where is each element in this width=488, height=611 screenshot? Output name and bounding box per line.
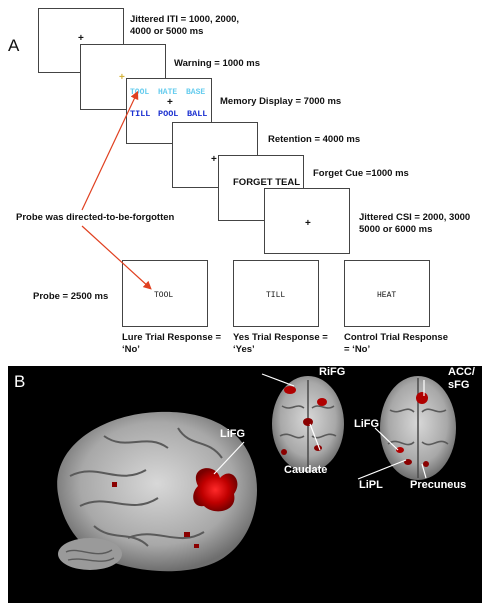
panel-a-task-diagram: A + Jittered ITI = 1000, 2000, 4000 or 5…	[8, 8, 471, 355]
csi-fixation-cross: +	[305, 218, 311, 229]
region-label-precuneus: Precuneus	[410, 479, 467, 491]
forget-cue-text: FORGET TEAL	[233, 177, 301, 188]
retention-fixation-cross: +	[211, 154, 217, 165]
region-label-rifg: RiFG	[319, 366, 346, 378]
panel-b-brain-activation: B LiFG RiFG Caudate LiFG LiPL ACC/ sFG P…	[8, 366, 482, 603]
axial-brain-2	[380, 376, 456, 480]
axial-brain-1	[272, 376, 344, 472]
memory-fixation-cross: +	[167, 97, 173, 108]
arrow-to-memory-word	[81, 90, 139, 211]
probe-word-control: HEAT	[377, 291, 397, 300]
probe-word-yes: TILL	[266, 291, 286, 300]
memory-word-top-3: BASE	[186, 88, 206, 97]
probe-caption-control: Control Trial Response = ‘No’	[344, 332, 448, 355]
region-label-lifg-sagittal: LiFG	[220, 428, 246, 440]
forgotten-probe-annotation: Probe was directed-to-be-forgotten	[16, 212, 175, 223]
csi-screen: +	[264, 188, 350, 254]
region-label-lipl: LiPL	[359, 479, 383, 491]
panel-a-letter: A	[8, 36, 20, 55]
region-label-lifg-axial: LiFG	[354, 418, 380, 430]
memory-word-bottom-2: POOL	[158, 109, 179, 119]
forget-cue-label: Forget Cue =1000 ms	[313, 168, 409, 179]
region-label-acc-sfg: ACC/ sFG	[448, 366, 475, 391]
retention-label: Retention = 4000 ms	[268, 134, 361, 145]
csi-label: Jittered CSI = 2000, 3000 5000 or 6000 m…	[359, 212, 471, 235]
probe-screen-control: HEAT	[344, 260, 430, 327]
arrow-to-lure-probe	[81, 225, 152, 290]
region-label-caudate: Caudate	[284, 464, 328, 476]
iti-label: Jittered ITI = 1000, 2000, 4000 or 5000 …	[130, 14, 240, 37]
annotation-arrows	[81, 90, 152, 290]
probe-caption-lure: Lure Trial Response = ‘No’	[122, 332, 221, 355]
memory-word-top-1: TOOL	[130, 88, 150, 97]
brain-images	[57, 373, 456, 572]
memory-word-bottom-3: BALL	[187, 109, 208, 119]
label-leader-lines	[213, 373, 427, 480]
warning-label: Warning = 1000 ms	[174, 58, 260, 69]
memory-word-top-2: HATE	[158, 88, 178, 97]
fixation-cross: +	[78, 33, 84, 44]
warning-cross: +	[119, 72, 125, 83]
sagittal-brain	[57, 411, 257, 572]
memory-display-label: Memory Display = 7000 ms	[220, 96, 342, 107]
probe-duration-label: Probe = 2500 ms	[33, 291, 109, 302]
probe-word-lure: TOOL	[154, 291, 174, 300]
probe-caption-yes: Yes Trial Response = ‘Yes’	[233, 332, 328, 355]
probe-screen-yes: TILL	[233, 260, 319, 327]
panel-b-letter: B	[14, 372, 26, 391]
memory-word-bottom-1: TILL	[130, 109, 151, 119]
probe-screen-lure: TOOL	[122, 260, 208, 327]
